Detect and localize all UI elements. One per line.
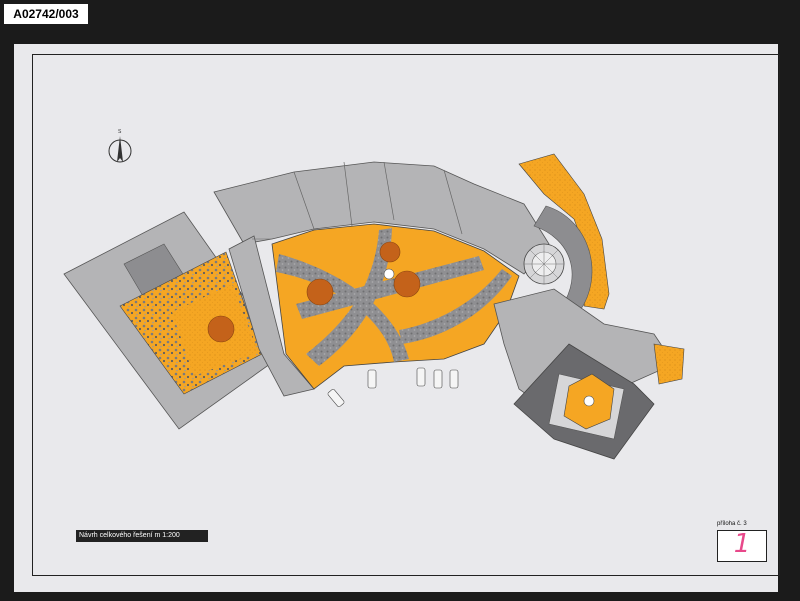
appendix-number: 1 [733, 529, 751, 559]
main-building-roof [213, 161, 550, 397]
car-icon [367, 369, 377, 389]
central-courtyard [271, 223, 520, 390]
north-arrow-letter: S [118, 129, 122, 135]
car-icon [433, 369, 443, 389]
drawing-sheet: S [14, 44, 780, 592]
drawing-title: Návrh celkového řešení m 1:200 [76, 530, 208, 542]
car-icon [327, 389, 345, 407]
east-building [493, 288, 685, 460]
site-plan: S [63, 129, 685, 460]
car-icon [449, 369, 459, 389]
appendix-label: příloha č. 3 [717, 521, 747, 527]
parked-cars [327, 367, 459, 407]
north-arrow-icon: S [108, 129, 132, 163]
tree-icon [379, 241, 401, 263]
fountain-icon [383, 268, 395, 280]
car-icon [416, 367, 426, 387]
spiral-staircase-icon [523, 243, 565, 285]
archive-id-label: A02742/003 [4, 4, 88, 24]
drawing-frame [32, 54, 780, 576]
east-terrace [518, 153, 610, 313]
appendix-number-box: 1 [717, 529, 767, 562]
tree-icon [393, 270, 421, 298]
tree-icon [207, 315, 235, 343]
tree-icon [306, 278, 334, 306]
fountain-icon [583, 395, 595, 407]
